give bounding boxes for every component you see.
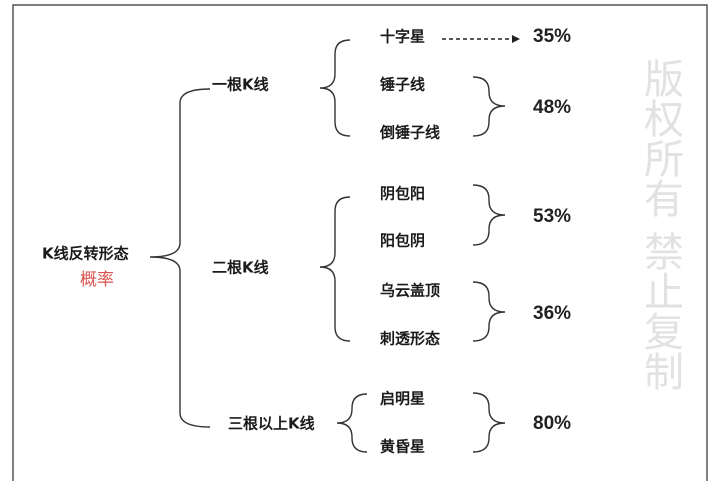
probability-hammer: 48% [533, 97, 571, 118]
root-label: K线反转形态 [42, 245, 129, 263]
probability-doji: 35% [533, 26, 571, 47]
probability-cloud-piercing: 36% [533, 303, 571, 324]
pattern-item: 刺透形态 [380, 330, 440, 348]
group-label-one: 一根K线 [212, 76, 269, 94]
hammer-pair-brace [472, 76, 506, 137]
pattern-item: 乌云盖顶 [380, 282, 440, 300]
engulfing-pair-brace [472, 184, 506, 246]
pattern-item: 十字星 [380, 28, 425, 46]
star-pair-brace [472, 392, 506, 453]
probability-engulfing: 53% [533, 206, 571, 227]
pattern-item: 启明星 [380, 390, 425, 408]
pattern-item: 阴包阳 [380, 185, 425, 203]
group-label-two: 二根K线 [212, 259, 269, 277]
frame-border [12, 4, 708, 481]
cloud-piercing-pair-brace [472, 281, 506, 342]
group-three-brace [336, 393, 368, 453]
probability-star: 80% [533, 413, 571, 434]
group-two-brace [319, 196, 351, 342]
watermark: 版权所有 禁止复制 [637, 58, 683, 391]
group-one-brace [319, 39, 351, 137]
arrow-head-icon [512, 35, 520, 43]
pattern-item: 黄昏星 [380, 438, 425, 456]
pattern-item: 阳包阴 [380, 232, 425, 250]
braces [149, 39, 506, 453]
pattern-item: 锤子线 [380, 76, 425, 94]
pattern-item: 倒锤子线 [379, 124, 440, 142]
root-brace [149, 88, 211, 428]
group-label-three: 三根以上K线 [228, 415, 315, 433]
root-sublabel: 概率 [80, 270, 114, 290]
